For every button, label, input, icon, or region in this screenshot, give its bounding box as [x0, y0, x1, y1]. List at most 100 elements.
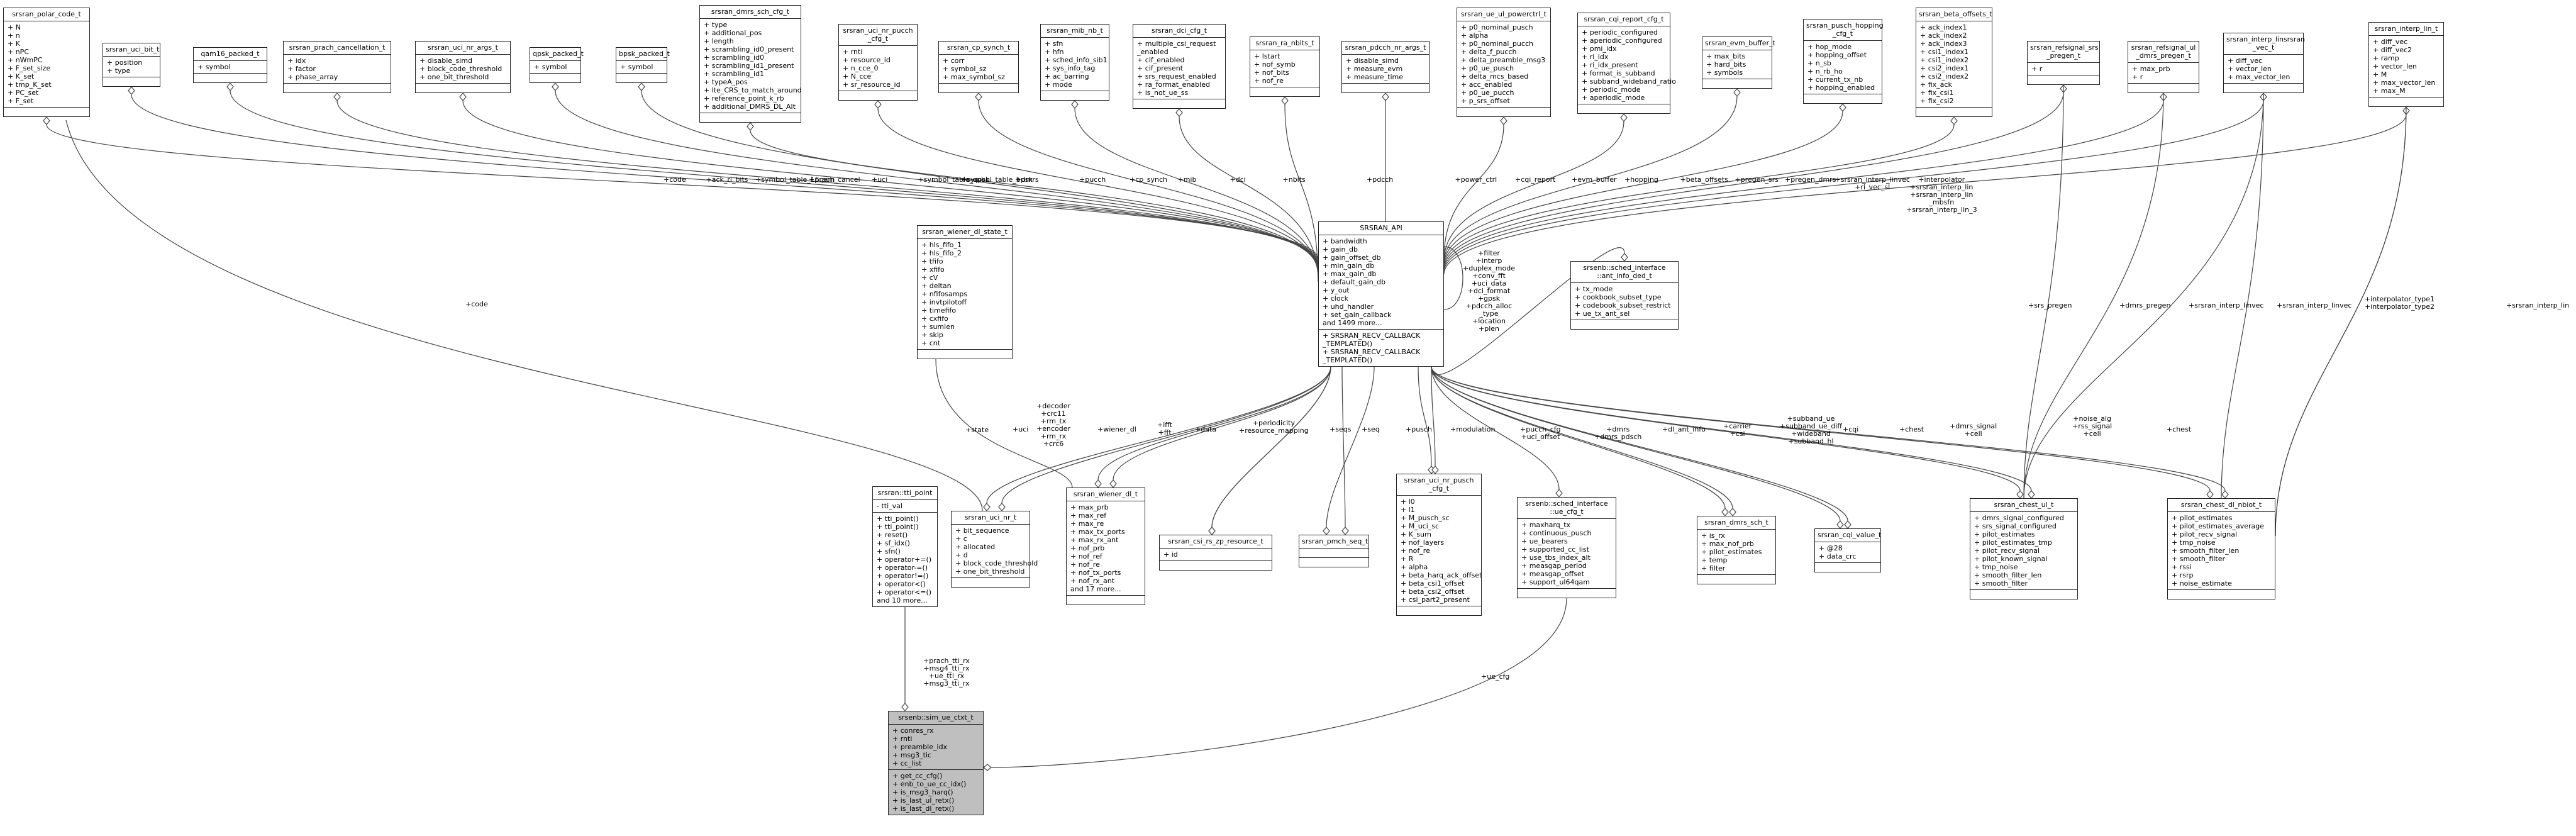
class-node-sim-ue-ctxt[interactable]: srsenb::sim_ue_ctxt_t+ conres_rx+ rnti+ …	[888, 711, 984, 815]
class-node-interp-linsrsran-vec[interactable]: srsran_interp_linsrsran _vec_t+ diff_vec…	[2223, 33, 2305, 93]
attribute: + rnti	[892, 735, 913, 743]
class-node-qam16[interactable]: qam16_packed_t+ symbol	[193, 47, 267, 83]
class-node-qpsk[interactable]: qpsk_packed_t+ symbol	[530, 47, 584, 83]
class-node-ra-nbits[interactable]: srsran_ra_nbits_t+ lstart+ nof_symb+ nof…	[1250, 36, 1320, 97]
aggregation-diamond	[1620, 113, 1628, 122]
attribute: + clock	[1323, 294, 1348, 303]
attribute: + nPC	[8, 48, 29, 56]
aggregation-diamond	[1382, 92, 1389, 101]
attribute: + block_code_threshold	[419, 65, 502, 73]
attribute: + nof_layers	[1401, 538, 1445, 547]
class-title: bpsk_packed_t	[616, 48, 670, 61]
class-node-refsignal-srs-pregen[interactable]: srsran_refsignal_srs _pregen_t+ r	[2027, 41, 2100, 85]
class-title: srsran_csi_rs_zp_resource_t	[1160, 535, 1272, 549]
class-node-uci-nr-args[interactable]: srsran_uci_nr_args_t+ disable_simd+ bloc…	[415, 41, 511, 93]
attribute: + fix_csi1	[1920, 89, 1954, 97]
class-node-refsignal-ul-dmrs-pregen[interactable]: srsran_refsignal_ul _dmrs_pregen_t+ max_…	[2128, 41, 2199, 93]
edge-dmrs-pregen	[2023, 92, 2164, 499]
class-methods	[1133, 99, 1225, 108]
attribute: + rnti	[843, 48, 863, 56]
edge-mib	[1074, 108, 1319, 279]
attribute: + p0_nominal_pucch	[1461, 40, 1533, 48]
class-node-uci-nr-pucch-cfg[interactable]: srsran_uci_nr_pucch _cfg_t+ rnti+ resour…	[838, 24, 918, 101]
class-node-cp-synch[interactable]: srsran_cp_synch_t+ corr+ symbol_sz+ max_…	[938, 41, 1019, 93]
class-methods: + SRSRAN_RECV_CALLBACK _TEMPLATED()+ SRS…	[1319, 330, 1443, 366]
aggregation-diamond	[747, 122, 754, 131]
edge-srs-pregen	[2023, 84, 2064, 499]
class-methods	[1697, 575, 1775, 584]
class-node-wiener-dl[interactable]: srsran_wiener_dl_t+ max_prb+ max_ref+ ma…	[1066, 488, 1145, 605]
method: + is_last_ul_retx()	[892, 796, 955, 805]
class-node-prach-cancel[interactable]: srsran_prach_cancellation_t+ idx+ factor…	[283, 41, 391, 93]
attribute: + n_cce_0	[843, 64, 879, 72]
attribute: + lte_CRS_to_match_around	[704, 86, 802, 94]
class-node-beta-offsets[interactable]: srsran_beta_offsets_t+ ack_index1+ ack_i…	[1916, 8, 1992, 117]
attribute: + nof_prb	[1070, 544, 1105, 552]
attribute: + p0_ue_pusch	[1461, 64, 1514, 72]
class-node-wiener-dl-state[interactable]: srsran_wiener_dl_state_t+ hls_fifo_1+ hl…	[917, 225, 1013, 359]
class-node-mib-nb[interactable]: srsran_mib_nb_t+ sfn+ hfn+ sched_info_si…	[1040, 24, 1109, 101]
edge-label-interp-lin-right: +srsran_interp_lin	[2506, 301, 2570, 309]
attribute: + cif_present	[1137, 64, 1184, 72]
class-node-cqi-report-cfg[interactable]: srsran_cqi_report_cfg_t+ periodic_config…	[1577, 13, 1676, 114]
class-methods	[1160, 561, 1272, 570]
edge-interpolator-group	[1443, 114, 2407, 275]
class-attributes: + lstart+ nof_symb+ nof_bits+ nof_re	[1250, 50, 1319, 87]
class-node-dmrs-sch[interactable]: srsran_dmrs_sch_t+ is_rx+ max_nof_prb+ p…	[1697, 516, 1776, 584]
class-node-uci-bit[interactable]: srsran_uci_bit_t+ position+ type	[103, 43, 160, 87]
class-node-uci-nr[interactable]: srsran_uci_nr_t+ bit_sequence+ c+ alloca…	[951, 511, 1038, 588]
class-node-dci-cfg[interactable]: srsran_dci_cfg_t+ multiple_csi_request _…	[1133, 24, 1226, 109]
class-node-polar-code[interactable]: srsran_polar_code_t+ N+ n+ K+ nPC+ nWmPC…	[3, 8, 90, 117]
class-attributes: + r	[2028, 63, 2099, 75]
attribute: + measgap_period	[1521, 562, 1587, 570]
class-node-csi-rs-zp[interactable]: srsran_csi_rs_zp_resource_t+ id	[1159, 535, 1272, 571]
attribute: + srs_signal_configured	[1974, 522, 2057, 530]
attribute: and 17 more...	[1070, 585, 1121, 593]
class-title: srsran_refsignal_srs _pregen_t	[2028, 42, 2099, 63]
edge-label-pucch-cfg: +pucch_cfg +uci_offset	[1520, 425, 1561, 441]
aggregation-diamond	[874, 100, 882, 109]
class-node-chest-ul[interactable]: srsran_chest_ul_t+ dmrs_signal_configure…	[1970, 498, 2078, 599]
class-node-interp-lin[interactable]: srsran_interp_lin_t+ diff_vec+ diff_vec2…	[2368, 22, 2444, 107]
class-node-uci-nr-pusch-cfg[interactable]: srsran_uci_nr_pusch _cfg_t+ l0+ l1+ M_pu…	[1396, 474, 1482, 616]
attribute: + scrambling_id1	[704, 70, 765, 78]
class-methods	[1397, 606, 1481, 615]
class-node-sched-if-ue-cfg[interactable]: srsenb::sched_interface ::ue_cfg_t+ maxh…	[1517, 497, 1616, 598]
attribute: + cV	[921, 274, 938, 282]
class-title: srsran_cqi_report_cfg_t	[1578, 13, 1670, 26]
class-node-api[interactable]: SRSRAN_API+ bandwidth+ gain_db+ gain_off…	[1318, 221, 1444, 367]
attribute: + nof_re	[1070, 560, 1100, 569]
attribute: + n	[8, 31, 20, 40]
attribute: + sumlen	[921, 323, 955, 331]
class-methods	[1702, 79, 1772, 88]
attribute: + is_not_ue_ss	[1137, 89, 1189, 97]
class-node-bpsk[interactable]: bpsk_packed_t+ symbol	[616, 47, 670, 83]
class-node-evm-buffer[interactable]: srsran_evm_buffer_t+ max_bits+ hard_bits…	[1702, 36, 1775, 89]
class-node-sched-if-ant[interactable]: srsenb::sched_interface ::ant_info_ded_t…	[1570, 261, 1679, 330]
edge-uci-left	[1001, 366, 1331, 504]
edge-label-seqs: +seqs	[1330, 425, 1352, 433]
attribute: + mode	[1045, 81, 1072, 89]
attribute: + nfifosamps	[921, 290, 968, 298]
attribute: + tmp_noise	[1974, 563, 2018, 571]
class-node-pusch-hopping[interactable]: srsran_pusch_hopping _cfg_t+ hop_mode+ h…	[1803, 19, 1884, 104]
attribute: + fix_ack	[1920, 81, 1952, 89]
class-node-chest-dl-nbiot[interactable]: srsran_chest_dl_nbiot_t+ pilot_estimates…	[2167, 498, 2275, 599]
attribute: + support_ul64qam	[1521, 578, 1590, 586]
class-node-dmrs-sch-cfg[interactable]: srsran_dmrs_sch_cfg_t+ type+ additional_…	[699, 5, 802, 123]
method: + operator<()	[877, 580, 926, 588]
attribute: + maxharq_tx	[1521, 521, 1571, 529]
method: + tti_point()	[877, 515, 919, 523]
class-node-tti-point[interactable]: srsran::tti_point- tti_val+ tti_point()+…	[872, 486, 938, 607]
attribute: + sr_resource_id	[843, 81, 901, 89]
attribute: + xfifo	[921, 265, 945, 274]
class-node-cqi-value[interactable]: srsran_cqi_value_t+ @28+ data_crc	[1814, 528, 1881, 572]
attribute: + smooth_filter	[2172, 555, 2225, 563]
class-node-ue-ul-powerctrl[interactable]: srsran_ue_ul_powerctrl_t+ p0_nominal_pus…	[1457, 8, 1551, 117]
edge-seqs	[1341, 366, 1346, 528]
attribute: + ack_index3	[1920, 40, 1967, 48]
edge-self-loop	[1443, 246, 1463, 310]
class-node-pdcch-nr-args[interactable]: srsran_pdcch_nr_args_t+ disable_simd+ me…	[1341, 41, 1430, 93]
class-node-pmch-seq[interactable]: srsran_pmch_seq_t	[1299, 535, 1369, 567]
attribute: + max_tx_ports	[1070, 528, 1125, 536]
